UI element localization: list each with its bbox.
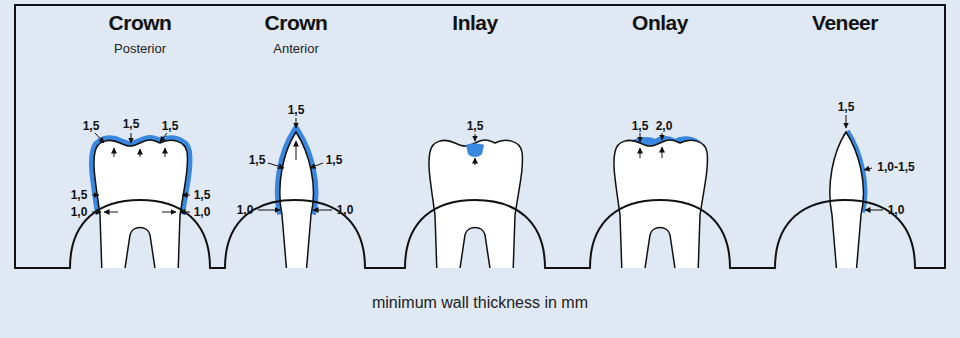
dimension-label: 1,5 — [83, 119, 100, 133]
column-subheading: Posterior — [114, 41, 166, 56]
dimension-label: 1,5 — [288, 103, 305, 117]
dimension-label: 1,0 — [71, 205, 88, 219]
column-heading: Crown — [109, 11, 172, 35]
dimension-label: 1,5 — [123, 117, 140, 131]
dimension-label: 1,0-1,5 — [877, 160, 914, 174]
dimension-label: 1,5 — [249, 153, 266, 167]
column-heading: Inlay — [452, 11, 497, 35]
column-heading: Veneer — [812, 11, 878, 35]
column-heading: Onlay — [632, 11, 688, 35]
dimension-label: 1,0 — [237, 203, 254, 217]
dimension-label: 1,5 — [632, 119, 649, 133]
dimension-label: 2,0 — [656, 119, 673, 133]
dimension-label: 1,5 — [467, 119, 484, 133]
dimension-label: 1,0 — [888, 203, 905, 217]
caption: minimum wall thickness in mm — [372, 294, 588, 312]
dimension-label: 1,0 — [194, 205, 211, 219]
column-heading: Crown — [265, 11, 328, 35]
dimension-label: 1,5 — [194, 188, 211, 202]
dimension-label: 1,5 — [71, 188, 88, 202]
column-subheading: Anterior — [273, 41, 319, 56]
dimension-label: 1,5 — [838, 100, 855, 114]
dimension-label: 1,5 — [326, 153, 343, 167]
dimension-label: 1,0 — [337, 203, 354, 217]
dimension-label: 1,5 — [162, 119, 179, 133]
